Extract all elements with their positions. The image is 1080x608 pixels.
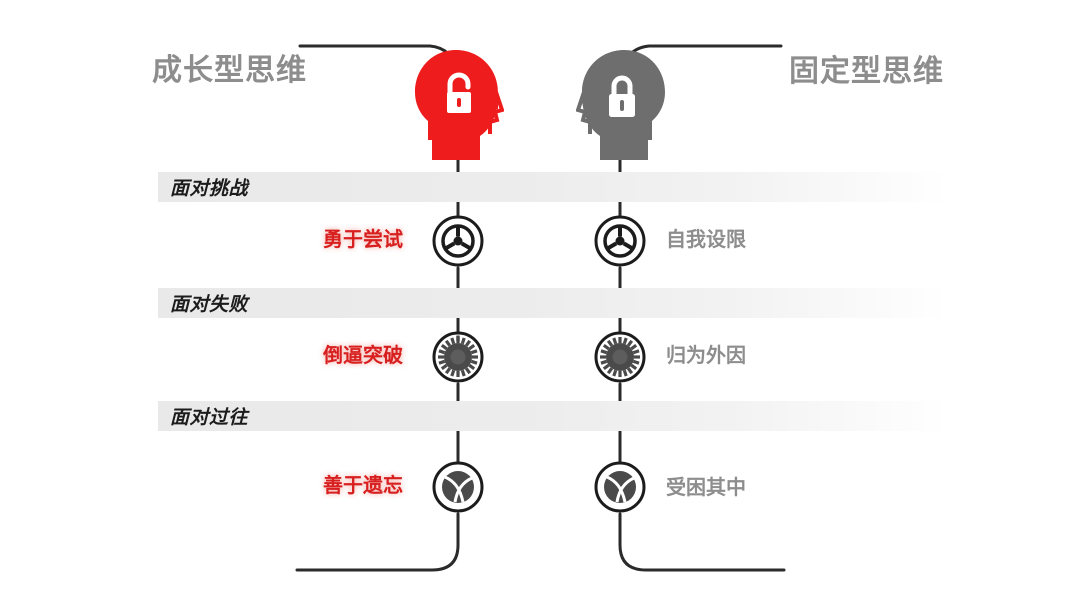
steering-wheel-icon (593, 214, 647, 268)
fixed-row-label: 归为外因 (666, 345, 746, 367)
section-band-label: 面对挑战 (170, 178, 249, 200)
fixed-mindset-title: 固定型思维 (789, 55, 944, 88)
unlocked-head-icon (412, 48, 505, 166)
steering-wheel-icon (431, 214, 485, 268)
section-band: 面对挑战 (158, 172, 948, 202)
bottom-right-connector (618, 512, 786, 572)
gear-icon (431, 330, 485, 384)
ball-icon (593, 460, 647, 514)
growth-row-label: 倒逼突破 (323, 345, 403, 367)
section-band: 面对失败 (158, 288, 948, 318)
fixed-row-label: 受困其中 (666, 477, 746, 499)
fixed-row-label: 自我设限 (666, 229, 746, 251)
section-band-label: 面对失败 (170, 294, 249, 316)
locked-head-icon (575, 48, 668, 166)
ball-icon (431, 460, 485, 514)
gear-icon (593, 330, 647, 384)
growth-row-label: 善于遗忘 (323, 475, 403, 497)
section-band: 面对过往 (158, 401, 948, 431)
growth-mindset-title: 成长型思维 (152, 54, 307, 87)
bottom-left-connector (295, 512, 460, 572)
section-band-label: 面对过往 (170, 407, 249, 429)
growth-row-label: 勇于尝试 (323, 229, 403, 251)
